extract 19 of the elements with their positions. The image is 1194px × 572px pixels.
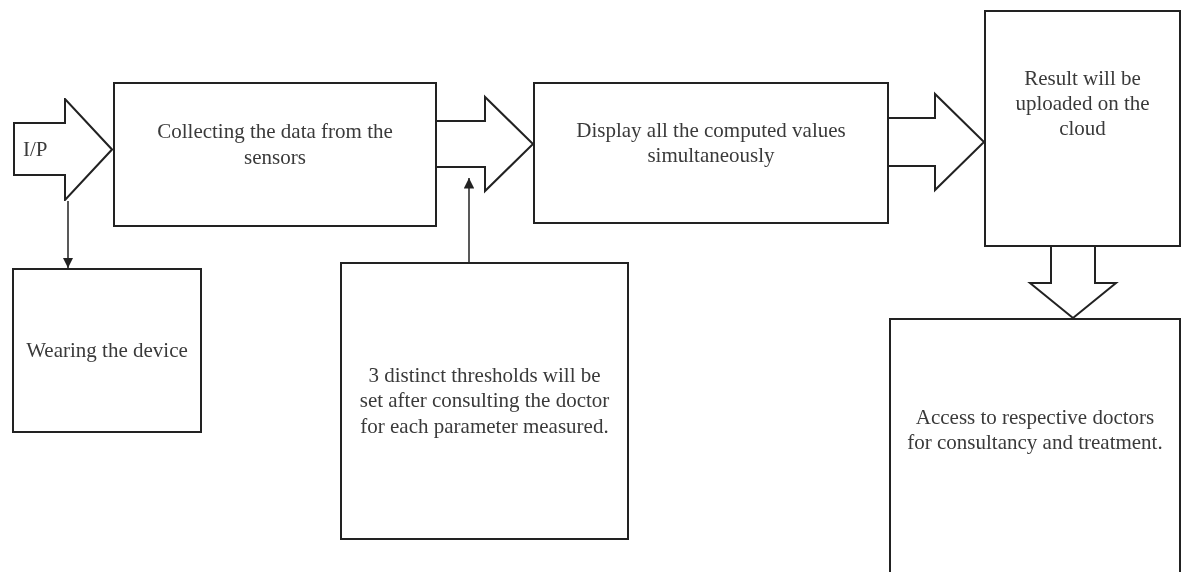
box-text: Display all the computed values simultaneously [575,117,847,169]
box-text: I/P [23,136,48,163]
block-arrow [1027,246,1119,320]
arrow [62,200,74,269]
box-text: Collecting the data from the sensors [156,119,394,170]
arrow [463,177,475,263]
process-box [340,262,629,540]
process-box [533,82,889,224]
input-block-arrow [13,98,113,201]
box-text: 3 distinct thresholds will be set after consulting the doctor for each parameter measured. [358,363,611,439]
box-text: Access to respective doctors for consultancy and treatment. [907,404,1163,456]
process-box [889,318,1181,572]
box-text: Wearing the device [26,337,188,364]
block-arrow [888,91,986,193]
process-box [984,10,1181,247]
box-text: Result will be uploaded on the cloud [1014,65,1151,142]
process-box [113,82,437,227]
block-arrow [436,94,535,194]
process-box [12,268,202,433]
